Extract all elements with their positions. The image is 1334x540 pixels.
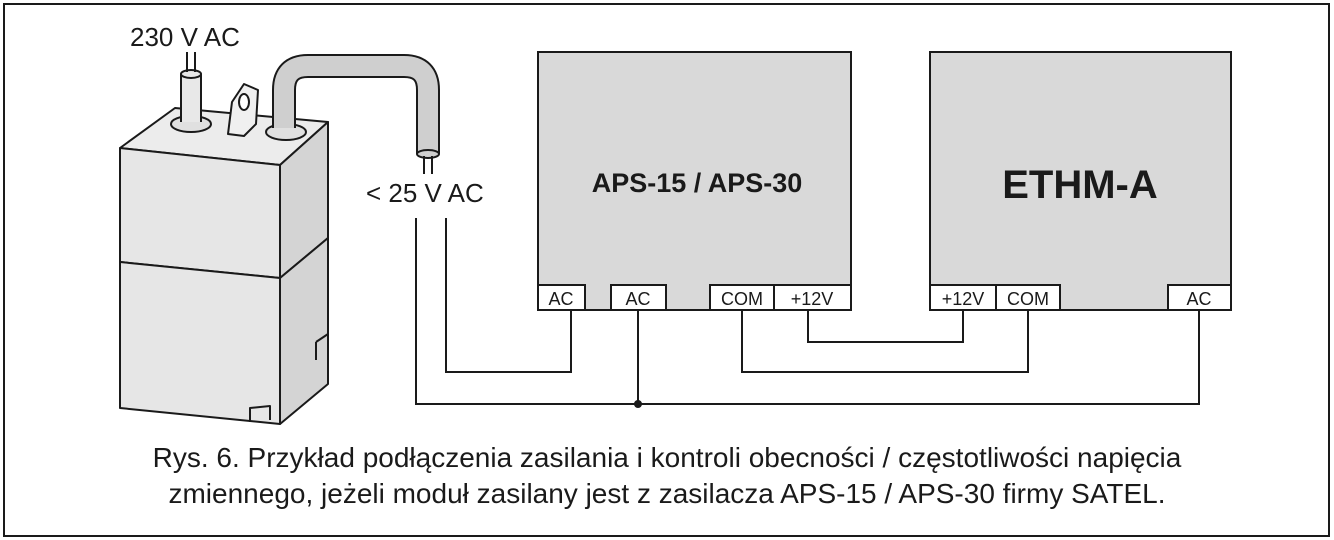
figure-caption: Rys. 6. Przykład podłączenia zasilania i…	[0, 440, 1334, 512]
module-title: ETHM-A	[1002, 163, 1158, 207]
psu-terminal-ac2-box	[610, 284, 667, 311]
transformer	[119, 52, 329, 425]
junction-dot	[634, 400, 642, 408]
psu-terminal-ac1-box	[537, 284, 586, 311]
module-terminal-com-label: COM	[1007, 289, 1049, 309]
figure-frame	[3, 3, 1330, 537]
secondary-voltage-label: < 25 V AC	[366, 178, 484, 208]
psu-title: APS-15 / APS-30	[592, 168, 803, 198]
module-terminal-12v-label: +12V	[942, 289, 985, 309]
psu-terminal-ac2-label: AC	[625, 289, 650, 309]
secondary-cable	[272, 54, 440, 174]
wire-com	[741, 310, 1029, 373]
psu-terminal-12v-label: +12V	[791, 289, 834, 309]
wire-12v	[807, 310, 964, 343]
caption-line-2: zmiennego, jeżeli moduł zasilany jest z …	[168, 478, 1166, 509]
mains-voltage-label: 230 V AC	[130, 22, 240, 52]
module-box: ETHM-A +12V COM AC	[929, 51, 1232, 311]
wires	[415, 218, 1200, 405]
wire-ac-2	[415, 218, 1200, 405]
psu-box: APS-15 / APS-30 AC AC COM +12V	[537, 51, 852, 311]
wire-ac-1	[445, 218, 572, 373]
psu-terminal-ac1-label: AC	[548, 289, 573, 309]
caption-line-1: Rys. 6. Przykład podłączenia zasilania i…	[152, 442, 1182, 473]
module-terminal-ac-label: AC	[1186, 289, 1211, 309]
module-terminal-com-box	[995, 284, 1061, 311]
psu-terminal-12v-box	[773, 284, 852, 311]
psu-terminal-com-label: COM	[721, 289, 763, 309]
